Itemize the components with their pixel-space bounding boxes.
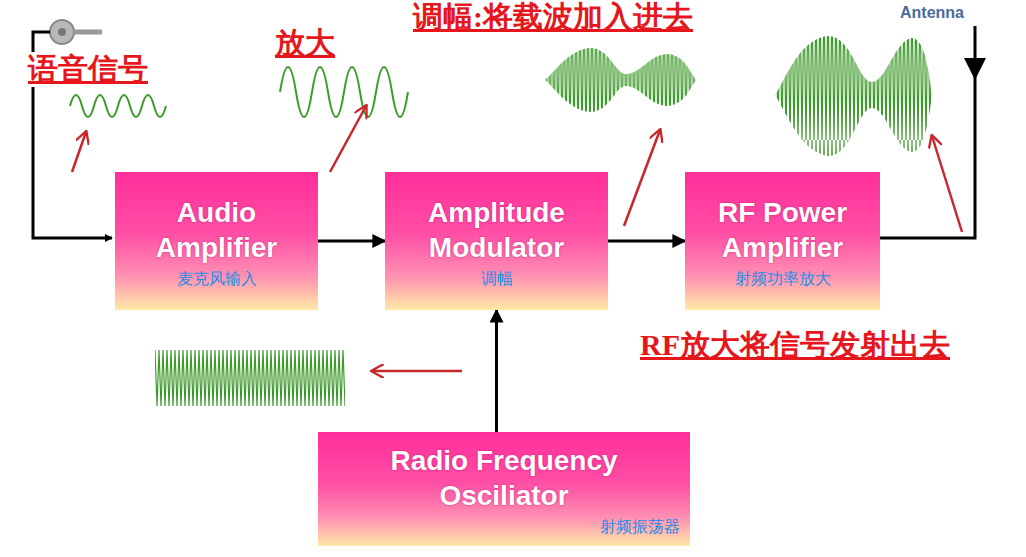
block-title: RF Power Amplifier <box>695 195 870 265</box>
block-title: Radio Frequency Osciliator <box>328 443 680 513</box>
process-box: RF Power Amplifier 射频功率放大 <box>685 172 880 310</box>
annotation-note: 放大 <box>273 26 337 61</box>
process-box: Audio Amplifier 麦克风输入 <box>115 172 318 310</box>
block-note: 调幅 <box>481 269 513 288</box>
annotation-note: RF放大将信号发射出去 <box>638 328 952 363</box>
annotation-note: 语音信号 <box>26 52 150 87</box>
signal-arrow <box>495 310 498 432</box>
annotation-note: 调幅:将载波加入进去 <box>411 0 695 35</box>
signal-arrow <box>318 240 385 243</box>
amplified-wave <box>280 67 408 117</box>
process-box: Radio Frequency Osciliator 射频振荡器 <box>318 432 690 546</box>
block-title: Amplitude Modulator <box>395 195 598 265</box>
process-box: Amplitude Modulator 调幅 <box>385 172 608 310</box>
antenna-label: Antenna <box>900 4 964 22</box>
audio-wave <box>70 95 166 117</box>
block-note: 射频功率放大 <box>735 269 831 288</box>
signal-arrow <box>608 240 685 243</box>
block-note: 麦克风输入 <box>177 269 257 288</box>
carrier-wave <box>155 350 345 406</box>
am-wave <box>545 48 696 112</box>
block-title: Audio Amplifier <box>125 195 308 265</box>
am-wave-amplified <box>775 36 932 156</box>
block-note: 射频振荡器 <box>600 517 680 536</box>
pointer-arrows <box>72 106 962 371</box>
